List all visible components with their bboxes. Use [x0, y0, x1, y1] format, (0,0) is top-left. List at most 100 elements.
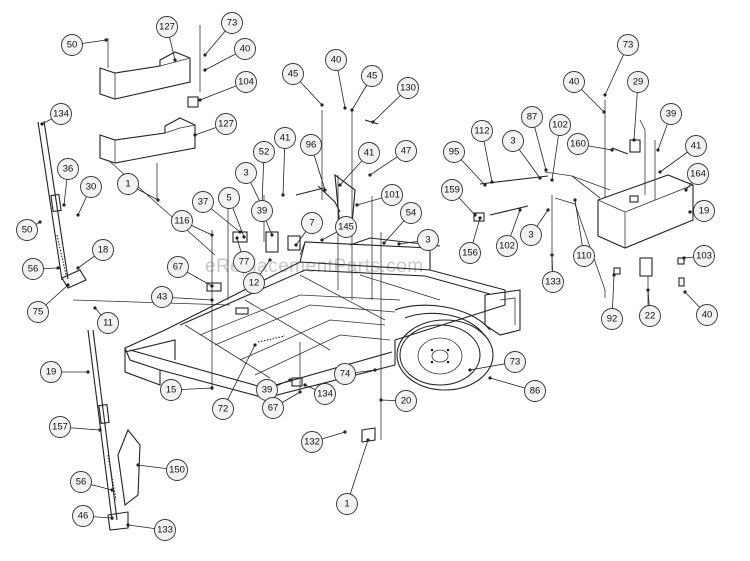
callout-72: 72 [212, 343, 257, 420]
callout-bubble [639, 305, 661, 327]
callout-145: 145 [320, 216, 357, 242]
callout-label: 39 [666, 109, 677, 120]
callout-bubble [521, 106, 543, 128]
callout-label: 156 [462, 248, 478, 259]
callout-label: 160 [570, 139, 586, 150]
callout-label: 18 [98, 245, 109, 256]
watermark: eReplacementParts.com [205, 256, 424, 277]
callout-bubble [49, 416, 71, 438]
callout-anchor [483, 183, 487, 187]
callout-39: 39 [656, 103, 682, 152]
callout-12: 12 [243, 258, 272, 294]
callout-47: 47 [368, 140, 417, 177]
callout-bubble [212, 398, 234, 420]
callout-bubble [160, 379, 182, 401]
callout-29: 29 [627, 71, 649, 142]
callout-39: 39 [256, 378, 292, 401]
callout-anchor [110, 488, 114, 492]
callout-164: 164 [684, 163, 709, 192]
callout-bubble [50, 103, 72, 125]
callout-bubble [301, 212, 323, 234]
callout-67: 67 [167, 256, 214, 288]
callout-anchor [323, 188, 327, 192]
callout-bubble [361, 65, 383, 87]
callout-157: 157 [49, 416, 102, 438]
callout-anchor [658, 170, 662, 174]
callout-anchor [38, 220, 42, 224]
callout-bubble [573, 245, 595, 267]
wheel-assembly [394, 304, 494, 391]
callout-label: 127 [218, 119, 234, 130]
callout-bubble [262, 397, 284, 419]
callout-130: 130 [371, 77, 419, 124]
callout-132: 132 [301, 430, 347, 453]
callout-label: 73 [227, 18, 238, 29]
callout-label: 52 [259, 147, 270, 158]
callout-bubble [61, 34, 83, 56]
callout-101: 101 [355, 184, 403, 207]
callout-anchor [368, 173, 372, 177]
callout-anchor [397, 242, 401, 246]
callout-bubble [235, 71, 257, 93]
callout-19: 19 [688, 200, 715, 222]
callout-anchor [518, 208, 522, 212]
callout-75: 75 [27, 283, 70, 323]
callout-156: 156 [459, 216, 482, 264]
callout-anchor [602, 110, 606, 114]
callout-anchor [371, 120, 375, 124]
callout-label: 159 [444, 185, 460, 196]
callout-anchor [173, 58, 177, 62]
callout-bubble [693, 245, 715, 267]
callout-anchor [193, 133, 197, 137]
callout-anchor [62, 203, 66, 207]
callout-label: 104 [238, 77, 254, 88]
callout-label: 130 [400, 83, 416, 94]
callout-bubble [685, 135, 707, 157]
callout-bubble [70, 471, 92, 493]
callout-40: 40 [683, 290, 718, 326]
callout-45: 45 [282, 63, 324, 107]
callout-label: 40 [240, 44, 251, 55]
callout-73: 73 [203, 12, 243, 57]
callout-5: 5 [218, 187, 246, 239]
callout-20: 20 [379, 390, 417, 412]
callout-anchor [110, 516, 114, 520]
callout-label: 56 [76, 477, 87, 488]
callout-bubble [72, 505, 94, 527]
callout-anchor [93, 306, 97, 310]
callout-54: 54 [382, 202, 422, 245]
callout-bubble [300, 134, 322, 156]
callout-label: 56 [28, 264, 39, 275]
callout-159: 159 [441, 179, 477, 217]
callout-label: 19 [46, 367, 57, 378]
callout-anchor [338, 183, 342, 187]
callout-bubble [395, 390, 417, 412]
callout-leader [346, 439, 369, 505]
callout-bubble [441, 179, 463, 201]
callout-anchor [646, 288, 650, 292]
callout-39: 39 [251, 200, 274, 237]
callout-40: 40 [325, 49, 347, 110]
callout-bubble [696, 304, 718, 326]
callout-36: 36 [57, 158, 79, 207]
callout-label: 46 [78, 511, 89, 522]
callout-label: 77 [239, 257, 250, 268]
callout-anchor [603, 93, 607, 97]
callout-bubble [235, 162, 257, 184]
callout-anchor [288, 378, 292, 382]
callout-bubble [221, 12, 243, 34]
callout-label: 112 [474, 126, 489, 137]
callout-anchor [538, 176, 542, 180]
callout-leader [222, 344, 256, 410]
callout-label: 73 [623, 40, 634, 51]
callout-anchor [343, 106, 347, 110]
callout-40: 40 [563, 71, 606, 114]
callout-label: 96 [306, 140, 317, 151]
callout-73: 73 [468, 351, 526, 373]
callout-anchor [656, 148, 660, 152]
callout-46: 46 [72, 505, 114, 527]
callout-label: 40 [569, 77, 580, 88]
callout-anchor [270, 233, 274, 237]
callout-anchor [610, 148, 614, 152]
callout-label: 102 [552, 120, 568, 131]
